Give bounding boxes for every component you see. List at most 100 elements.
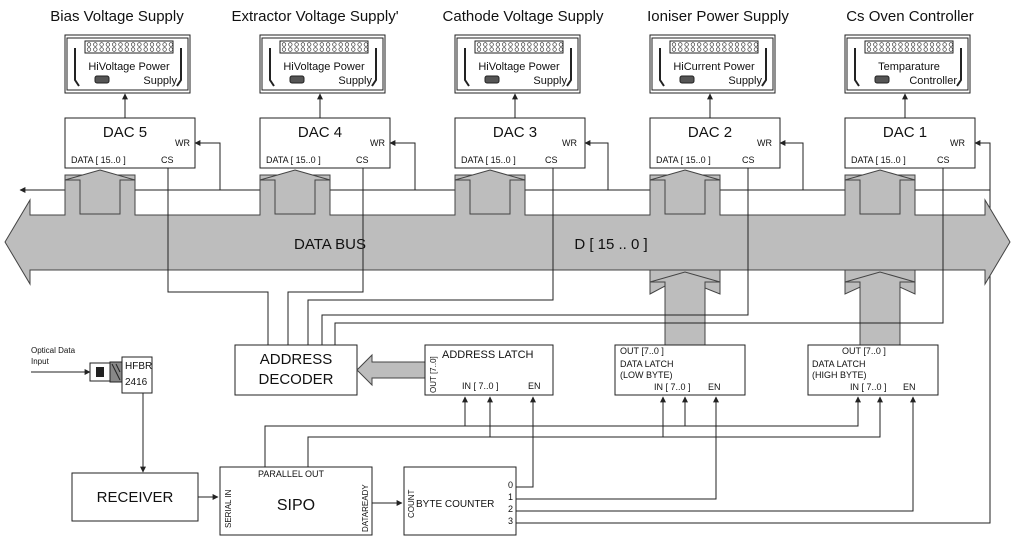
- side-handle-left-icon: [464, 48, 470, 87]
- latch-low-line2: (LOW BYTE): [620, 370, 673, 380]
- dac-1: DAC 1 WR DATA [ 15..0 ] CS: [844, 117, 976, 169]
- address-decoder: ADDRESS DECODER: [234, 344, 358, 396]
- bus-range: D [ 15 .. 0 ]: [574, 236, 647, 253]
- address-latch-title: ADDRESS LATCH: [442, 349, 534, 361]
- counter-out-0: 0: [508, 480, 513, 490]
- dac-3: DAC 3 WR DATA [ 15..0 ] CS: [454, 117, 586, 169]
- receiver: RECEIVER: [71, 472, 199, 522]
- supply-title-5: Cs Oven Controller: [846, 8, 974, 25]
- unit-1-line1: HiVoltage Power: [88, 61, 170, 73]
- unit-1-line2: Supply: [143, 75, 177, 87]
- counter-out-1: 1: [508, 492, 513, 502]
- dac5-label: DAC 5: [103, 124, 147, 141]
- dac5-cs-line: [167, 168, 269, 345]
- address-latch-en: EN: [528, 381, 541, 391]
- sipo: PARALLEL OUT SIPO SERIAL IN DATAREADY: [219, 466, 373, 536]
- dac3-cs: CS: [545, 155, 558, 165]
- latch-low-en: EN: [708, 382, 721, 392]
- dac1-cs-line: [334, 168, 944, 345]
- dac3-wr: WR: [562, 138, 577, 148]
- dac2-wr: WR: [757, 138, 772, 148]
- sipo-parallel-out: PARALLEL OUT: [258, 469, 325, 479]
- dac5-cs: CS: [161, 155, 174, 165]
- receiver-label: RECEIVER: [97, 489, 174, 506]
- latch-high-out: OUT [7..0 ]: [842, 346, 886, 356]
- dac-5: DAC 5 WR DATA [ 15..0 ] CS: [64, 117, 196, 169]
- bus-arrows: [64, 169, 916, 346]
- unit-4-line2: Supply: [728, 75, 762, 87]
- counter0-to-address-latch-en: [516, 396, 536, 488]
- dac2-data: DATA [ 15..0 ]: [656, 155, 711, 165]
- dac1-label: DAC 1: [883, 124, 927, 141]
- supply-title-1: Bias Voltage Supply: [50, 8, 184, 25]
- supply-title-4: Ioniser Power Supply: [647, 8, 789, 25]
- unit-4-line1: HiCurrent Power: [673, 61, 755, 73]
- supply-title-2: Extractor Voltage Supply': [231, 8, 398, 25]
- side-handle-left-icon: [269, 48, 275, 87]
- latch-low-out: OUT [7..0 ]: [620, 346, 664, 356]
- dac4-data: DATA [ 15..0 ]: [266, 155, 321, 165]
- unit-5-line1: Temparature: [878, 61, 940, 73]
- connector-icon: [679, 75, 695, 84]
- side-handle-left-icon: [659, 48, 665, 87]
- dac-2: DAC 2 WR DATA [ 15..0 ] CS: [649, 117, 781, 169]
- dac2-label: DAC 2: [688, 124, 732, 141]
- counter-count: COUNT: [407, 489, 416, 518]
- control-panel-icon: [84, 40, 174, 54]
- supply-title-3: Cathode Voltage Supply: [443, 8, 604, 25]
- side-handle-left-icon: [74, 48, 80, 87]
- decoder-line2: DECODER: [258, 371, 333, 388]
- side-handle-right-icon: [566, 48, 572, 87]
- byte-counter: BYTE COUNTER COUNT 0 1 2 3: [403, 466, 517, 536]
- dac5-wr-line: [194, 140, 221, 190]
- latch-high-line2: (HIGH BYTE): [812, 370, 867, 380]
- parallel-to-latch-high-a: [465, 396, 861, 427]
- bus-label: DATA BUS: [294, 236, 366, 253]
- unit-3-line1: HiVoltage Power: [478, 61, 560, 73]
- dac3-data: DATA [ 15..0 ]: [461, 155, 516, 165]
- dac4-cs-line: [287, 168, 364, 345]
- connector-icon: [94, 75, 110, 84]
- dac2-cs-line: [321, 168, 749, 345]
- counter2-to-latch-high-en: [516, 396, 916, 512]
- decoder-line1: ADDRESS: [260, 351, 333, 368]
- dac4-cs: CS: [356, 155, 369, 165]
- dac5-wr: WR: [175, 138, 190, 148]
- dac1-data: DATA [ 15..0 ]: [851, 155, 906, 165]
- latch-high-en: EN: [903, 382, 916, 392]
- dac4-label: DAC 4: [298, 124, 342, 141]
- control-panel-icon: [669, 40, 759, 54]
- counter3-to-wr-line: [516, 290, 991, 524]
- unit-2-line2: Supply: [338, 75, 372, 87]
- optical-connector-icon: [89, 361, 123, 383]
- sipo-dataready: DATAREADY: [361, 484, 370, 532]
- sipo-parallel-to-latches: [307, 396, 883, 467]
- dac2-wr-line: [779, 140, 804, 190]
- dac1-wr-line: [974, 140, 991, 190]
- side-handle-right-icon: [761, 48, 767, 87]
- counter-label: BYTE COUNTER: [416, 499, 494, 510]
- dac1-wr: WR: [950, 138, 965, 148]
- optical-line1: Optical Data: [31, 346, 76, 355]
- latch-low-in: IN [ 7..0 ]: [654, 382, 691, 392]
- side-handle-left-icon: [854, 48, 860, 87]
- data-latch-high: OUT [7..0 ] DATA LATCH (HIGH BYTE) IN [ …: [807, 344, 939, 396]
- hfbr-line2: 2416: [125, 377, 148, 388]
- counter1-to-latch-low-en: [516, 396, 719, 500]
- dac4-wr: WR: [370, 138, 385, 148]
- dac5-data: DATA [ 15..0 ]: [71, 155, 126, 165]
- counter-out-3: 3: [508, 516, 513, 526]
- unit-2-line1: HiVoltage Power: [283, 61, 365, 73]
- control-panel-icon: [474, 40, 564, 54]
- dac2-cs: CS: [742, 155, 755, 165]
- dac3-wr-line: [584, 140, 609, 190]
- connector-icon: [484, 75, 500, 84]
- hfbr-receiver-module: HFBR 2416: [121, 356, 153, 394]
